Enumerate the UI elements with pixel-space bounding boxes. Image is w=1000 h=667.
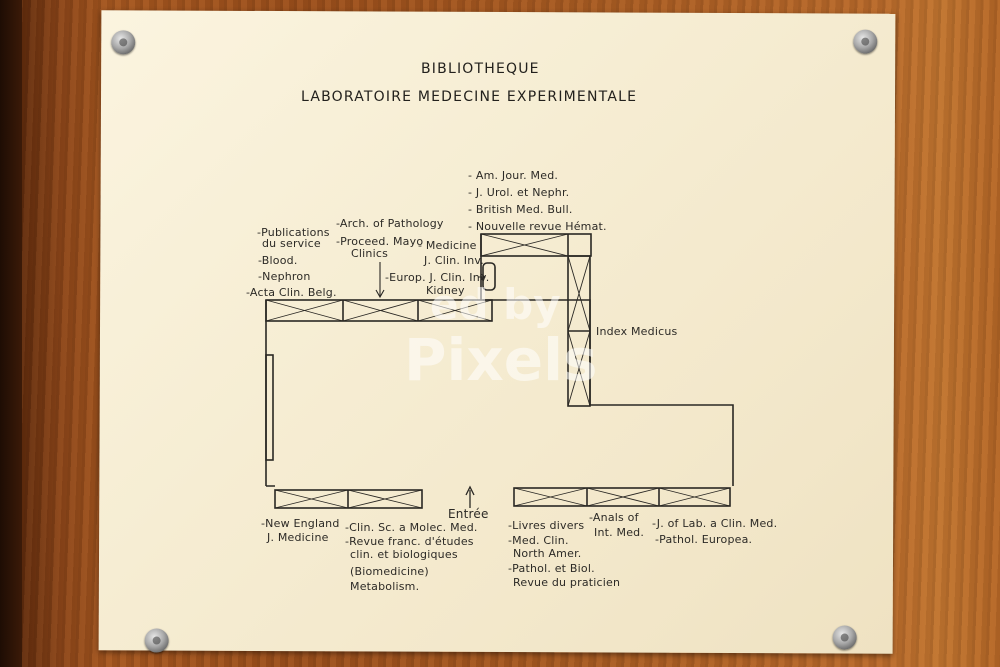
wall-shelf — [265, 354, 274, 461]
label-clin-biologiques: clin. et biologiques — [350, 548, 458, 561]
label-clin-sc: -Clin. Sc. a Molec. Med. — [345, 521, 478, 534]
label-blood: -Blood. — [258, 254, 298, 267]
upper-shelf — [480, 233, 592, 257]
dark-edge — [0, 0, 22, 667]
page-subtitle: LABORATOIRE MEDECINE EXPERIMENTALE — [301, 89, 638, 105]
label-pathol-biol: -Pathol. et Biol. — [508, 562, 595, 575]
label-medicine: - Medicine — [418, 239, 477, 252]
label-j-medicine: J. Medicine — [267, 531, 329, 544]
label-j-clin-inv: J. Clin. Inv. — [424, 254, 484, 267]
label-entree: Entrée — [448, 507, 489, 521]
label-revue-praticien: Revue du praticien — [513, 576, 621, 589]
label-british-med: - British Med. Bull. — [468, 203, 573, 216]
bottom-right-shelf — [513, 487, 731, 507]
label-nephron: -Nephron — [258, 270, 311, 283]
label-metabolism: Metabolism. — [350, 580, 420, 593]
label-acta-clin: -Acta Clin. Belg. — [246, 286, 337, 299]
label-anals-of: -Anals of — [589, 511, 639, 524]
label-arch-pathology: -Arch. of Pathology — [336, 217, 444, 230]
page-title: BIBLIOTHEQUE — [421, 61, 540, 77]
label-livres-divers: -Livres divers — [508, 519, 585, 532]
label-publications: -Publications — [257, 226, 330, 239]
label-new-england: -New England — [261, 517, 340, 530]
label-kidney: Kidney — [426, 284, 465, 297]
label-j-of-lab: -J. of Lab. a Clin. Med. — [652, 517, 778, 530]
watermark-line1: ed by — [430, 280, 561, 329]
label-nouvelle-revue: - Nouvelle revue Hémat. — [468, 220, 607, 233]
label-europ-j-clin: -Europ. J. Clin. Inv. — [385, 271, 490, 284]
label-int-med: Int. Med. — [594, 526, 645, 539]
label-pathol-europea: -Pathol. Europea. — [655, 533, 753, 546]
label-north-amer: North Amer. — [513, 547, 582, 560]
label-biomedicine: (Biomedicine) — [350, 565, 429, 578]
label-am-jour-med: - Am. Jour. Med. — [468, 169, 559, 182]
label-clinics: Clinics — [351, 247, 388, 260]
label-du-service: du service — [262, 237, 321, 250]
watermark-line2: Pixels — [404, 326, 598, 394]
top-shelf — [265, 299, 493, 322]
label-j-urol: - J. Urol. et Nephr. — [468, 186, 570, 199]
label-index-medicus: Index Medicus — [596, 325, 678, 338]
label-proceed-mayo: -Proceed. Mayo — [336, 235, 424, 248]
label-revue-franc: -Revue franc. d'études — [345, 535, 474, 548]
label-med-clin: -Med. Clin. — [508, 534, 569, 547]
